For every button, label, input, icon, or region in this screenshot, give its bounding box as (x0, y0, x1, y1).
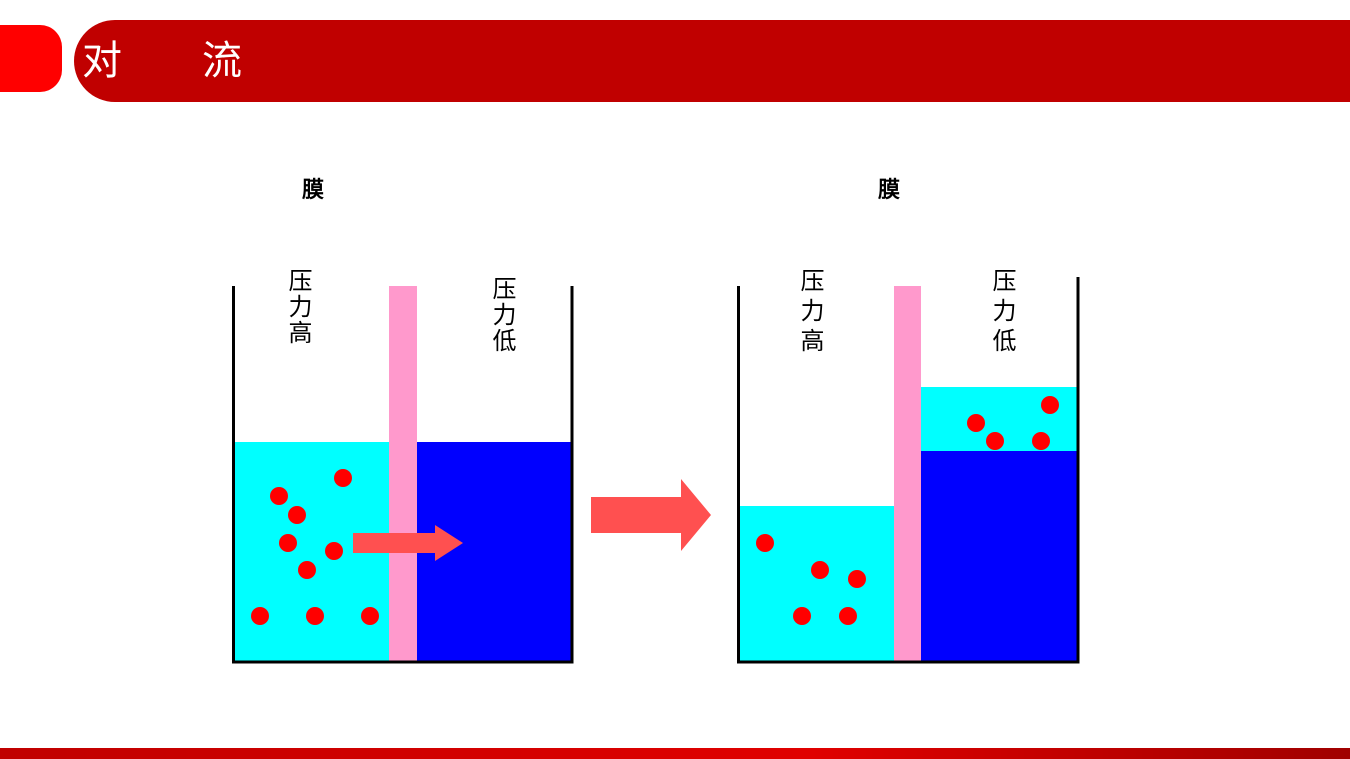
flow-arrow-icon (353, 525, 463, 561)
particle (251, 607, 269, 625)
membrane-label-after: 膜 (878, 178, 900, 203)
particle (288, 506, 306, 524)
particle (325, 542, 343, 560)
low-pressure-label-before: 压力低 (488, 276, 516, 354)
particle (279, 534, 297, 552)
particles-before (251, 469, 379, 625)
particle (839, 607, 857, 625)
particle (334, 469, 352, 487)
particle (967, 414, 985, 432)
membrane-after (894, 286, 921, 662)
particle (793, 607, 811, 625)
particle (298, 561, 316, 579)
particle (270, 487, 288, 505)
transition-arrow-icon (591, 479, 711, 551)
footer-bar (0, 748, 1350, 759)
particle (1041, 396, 1059, 414)
particle (361, 607, 379, 625)
particles-after (756, 396, 1059, 625)
particle (811, 561, 829, 579)
beaker-wall-after (737, 277, 1080, 664)
slide-title: 对 流 (82, 38, 242, 84)
low-pressure-label-after: 压力低 (988, 268, 1016, 358)
header-bar (74, 20, 1350, 102)
particle (306, 607, 324, 625)
high-pressure-label-after: 压力高 (796, 268, 824, 358)
membrane-before (389, 286, 417, 662)
liquid-right-after (921, 451, 1077, 662)
beaker-after: 膜 压力高 压力低 (737, 178, 1080, 664)
beaker-before: 膜 压力高 压力低 (232, 178, 574, 664)
particle (1032, 432, 1050, 450)
beaker-wall-before (232, 286, 574, 664)
particle (848, 570, 866, 588)
particle (756, 534, 774, 552)
header-accent-tab (0, 25, 62, 92)
high-pressure-label-before: 压力高 (284, 268, 312, 346)
liquid-left-after (739, 506, 894, 662)
membrane-label-before: 膜 (302, 178, 324, 203)
particle (986, 432, 1004, 450)
